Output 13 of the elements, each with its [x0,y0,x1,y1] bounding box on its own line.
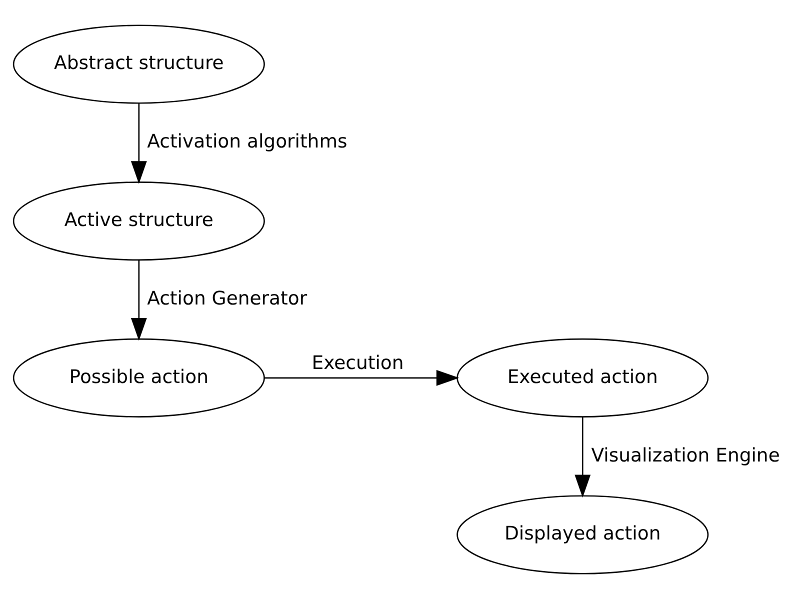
edge-label: Activation algorithms [147,131,348,152]
arrow [264,369,460,386]
node-ellipse: Executed action [456,338,709,417]
node-ellipse: Displayed action [456,494,709,574]
arrow [130,102,147,184]
edge-label: Execution [312,352,404,374]
edge-label: Action Generator [147,288,308,309]
edge-label: Visualization Engine [591,444,780,466]
arrow [130,260,147,340]
node-ellipse: Possible action [12,338,265,417]
node-ellipse: Abstract structure [12,24,265,104]
node-ellipse: Active structure [12,181,265,260]
arrow [574,416,591,498]
